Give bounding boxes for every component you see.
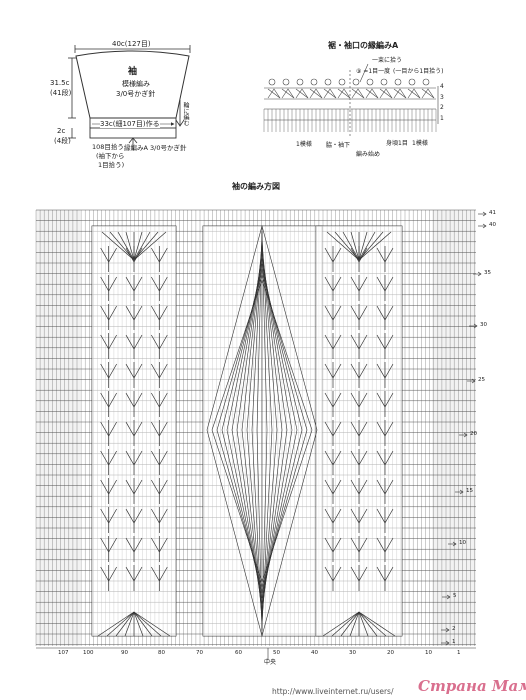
edging-row-2: 2 bbox=[440, 104, 444, 111]
stitch-70: 70 bbox=[196, 650, 203, 656]
row-20: 20 bbox=[470, 431, 477, 437]
sleeve-pattern: 模様編み bbox=[122, 80, 150, 88]
pickup-note-1: (袖下から bbox=[96, 152, 125, 160]
leaf-motifs bbox=[97, 231, 396, 637]
stitch-107: 107 bbox=[58, 650, 69, 656]
stitch-50: 50 bbox=[273, 650, 280, 656]
sleeve-hook: 3/0号かぎ針 bbox=[116, 90, 156, 98]
edging-label-under: 脇・袖下 bbox=[326, 142, 351, 149]
sleeve-height-rows: (41段) bbox=[50, 89, 72, 97]
edging-label-pattern: 1模様 bbox=[296, 141, 312, 148]
row-2: 2 bbox=[452, 626, 456, 632]
stitch-scale bbox=[36, 647, 476, 660]
row-41: 41 bbox=[489, 210, 496, 216]
main-chart-title: 袖の編み方図 bbox=[232, 182, 280, 191]
edging-note-2: ⑨ =1目一度 bbox=[356, 68, 391, 75]
row-35: 35 bbox=[484, 270, 491, 276]
stitch-90: 90 bbox=[121, 650, 128, 656]
edging-stitches bbox=[263, 63, 439, 138]
pickup-note-2: 1目拾う) bbox=[98, 161, 125, 169]
edging-label-repeat2: 1模様 bbox=[412, 140, 428, 147]
watermark-logo: Страна Мам bbox=[418, 677, 526, 695]
center-label: 中央 bbox=[264, 659, 277, 666]
stitch-100: 100 bbox=[83, 650, 94, 656]
stitch-80: 80 bbox=[158, 650, 165, 656]
cuff-rows: (4段) bbox=[54, 137, 71, 145]
row-10: 10 bbox=[459, 540, 466, 546]
row-5: 5 bbox=[453, 593, 457, 599]
edging-note-1: 一束に拾う bbox=[372, 57, 403, 64]
edging-row-3: 3 bbox=[440, 94, 444, 101]
edging-row-4: 4 bbox=[440, 83, 444, 90]
sleeve-top-width: 40c(127目) bbox=[112, 40, 151, 48]
footer-url: http://www.liveinternet.ru/users/ bbox=[272, 687, 394, 696]
stitch-60: 60 bbox=[235, 650, 242, 656]
edging-chart-title: 裾・袖口の縁編みA bbox=[328, 41, 399, 50]
row-30: 30 bbox=[480, 322, 487, 328]
cuff-height: 2c bbox=[57, 127, 66, 135]
edging-label-start: 編み始め bbox=[356, 151, 381, 158]
center-diamond bbox=[206, 224, 318, 638]
edging-stitch-graphic bbox=[263, 63, 439, 138]
row-40: 40 bbox=[489, 222, 496, 228]
pickup-count: 108目拾う bbox=[92, 143, 124, 151]
sleeve-bottom-width: 33c(細107目)作る bbox=[100, 120, 160, 128]
row-arrows bbox=[441, 211, 487, 646]
edging-label: 縁編みA 3/0号かぎ針 bbox=[124, 144, 187, 152]
edging-row-1: 1 bbox=[440, 115, 444, 122]
sleeve-name: 袖 bbox=[128, 67, 138, 77]
stitch-1: 1 bbox=[457, 650, 461, 656]
row-1: 1 bbox=[452, 639, 456, 645]
sleeve-height: 31.5c bbox=[50, 79, 70, 87]
stitch-20: 20 bbox=[387, 650, 394, 656]
stitch-10: 10 bbox=[425, 650, 432, 656]
edging-note-2b: (一目から1目拾う) bbox=[393, 68, 444, 75]
join-note: 輪に編む bbox=[182, 102, 189, 126]
row-25: 25 bbox=[478, 377, 485, 383]
stitch-40: 40 bbox=[311, 650, 318, 656]
row-15: 15 bbox=[466, 488, 473, 494]
edging-label-repeat: 身頃1目 bbox=[386, 140, 408, 147]
stitch-30: 30 bbox=[349, 650, 356, 656]
